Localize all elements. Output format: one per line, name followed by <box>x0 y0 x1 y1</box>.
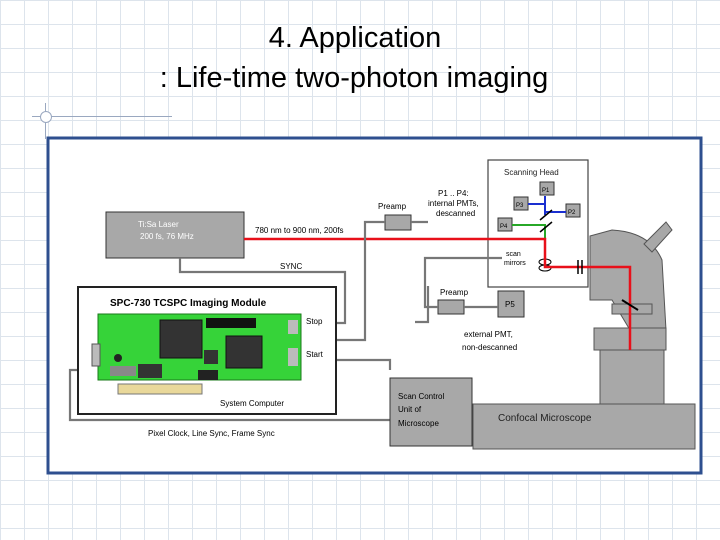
pmt-note-line1: P1 .. P4: <box>438 189 469 198</box>
microscope-body <box>472 221 696 450</box>
pmt-p5 <box>497 290 525 318</box>
decorative-circle <box>40 111 52 123</box>
scu-label-1: Scan Control <box>398 392 444 401</box>
signal-lines <box>68 220 502 422</box>
p2-label: P2 <box>568 210 576 216</box>
scan-mirrors-label-2: mirrors <box>504 260 526 267</box>
start-label: Start <box>306 350 324 359</box>
laser-box <box>105 211 245 259</box>
system-computer-label: System Computer <box>220 399 284 408</box>
scan-mirrors-label-1: scan <box>506 251 521 258</box>
beam-label: 780 nm to 900 nm, 200fs <box>255 226 344 235</box>
microscope-label: Confocal Microscope <box>498 413 592 424</box>
scanning-head-label: Scanning Head <box>504 168 559 177</box>
pmt-p2 <box>565 203 581 218</box>
pmt-note-line3: descanned <box>436 209 475 218</box>
beam-mirror-icon <box>621 299 639 311</box>
dichroic-2 <box>539 221 553 233</box>
slide-subtitle: : Life-time two-photon imaging <box>159 62 549 94</box>
circuit-board <box>91 313 302 395</box>
p4-label: P4 <box>500 224 508 230</box>
pmt-p1 <box>539 181 555 196</box>
external-pmt-label-1: external PMT, <box>464 330 513 339</box>
scu-label-2: Unit of <box>398 405 422 414</box>
preamp-top-box <box>384 214 412 231</box>
clock-signals-label: Pixel Clock, Line Sync, Frame Sync <box>148 429 275 438</box>
p1-label: P1 <box>542 188 550 194</box>
preamp-mid-label: Preamp <box>440 288 469 297</box>
p5-label: P5 <box>505 300 515 309</box>
slide-title: 4. Application <box>268 22 442 54</box>
laser-title: Ti:Sa Laser <box>138 220 179 229</box>
decorative-rule <box>32 116 172 117</box>
preamp-top-label: Preamp <box>378 202 407 211</box>
scan-control-unit-box <box>389 377 473 447</box>
p2-signal-path <box>544 196 566 213</box>
module-title: SPC-730 TCSPC Imaging Module <box>110 298 267 309</box>
p3-label: P3 <box>516 203 524 209</box>
scu-label-3: Microscope <box>398 419 439 428</box>
laser-beam <box>244 237 632 350</box>
external-pmt-label-2: non-descanned <box>462 343 517 352</box>
dichroic-1 <box>539 209 553 221</box>
stop-label: Stop <box>306 317 323 326</box>
preamp-mid-box <box>437 299 465 315</box>
sync-label: SYNC <box>280 262 302 271</box>
pmt-note-line2: internal PMTs, <box>428 199 479 208</box>
laser-spec: 200 fs, 76 MHz <box>140 232 194 241</box>
